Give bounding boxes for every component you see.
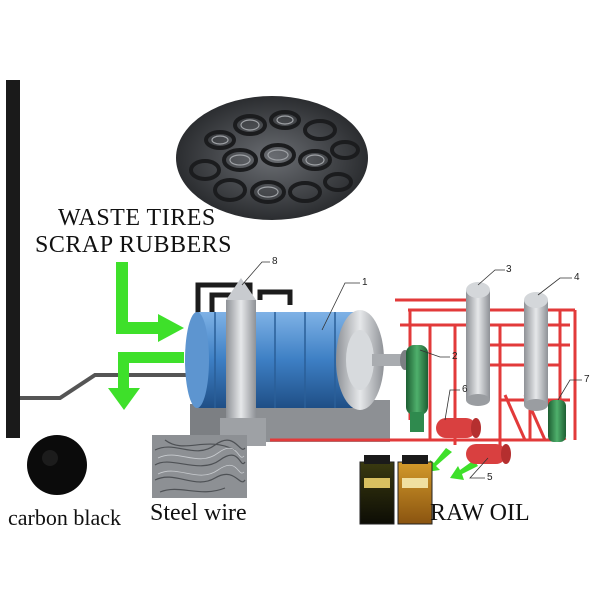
raw-oil-bottles	[359, 455, 433, 525]
part-number-3: 3	[506, 264, 512, 275]
leader-lines	[241, 261, 582, 479]
chimney-pole	[6, 80, 190, 438]
oil-gas-separator	[406, 345, 428, 432]
pyrolysis-reactor	[185, 310, 410, 442]
carbon-black-image	[27, 435, 87, 495]
part-number-8: 8	[272, 256, 278, 267]
dedusting-tower	[220, 278, 266, 446]
oil-tank-6	[436, 418, 481, 438]
raw-oil-label: RAW OIL	[430, 500, 530, 526]
part-number-1: 1	[362, 277, 368, 288]
part-number-4: 4	[574, 272, 580, 283]
part-number-7: 7	[584, 374, 590, 385]
carbon-black-label: carbon black	[8, 505, 121, 530]
part-number-2: 2	[452, 351, 458, 362]
part-number-5: 5	[487, 472, 493, 483]
condenser-tower-4	[524, 292, 548, 411]
oil-tank-5	[466, 444, 511, 464]
scrap-rubbers-label: SCRAP RUBBERS	[35, 232, 233, 258]
part-number-6: 6	[462, 384, 468, 395]
water-seal	[548, 400, 566, 442]
feed-arrow	[116, 262, 184, 342]
output-arrow	[108, 352, 184, 410]
waste-tires-label: WASTE TIRES	[58, 205, 216, 231]
waste-tires-image	[176, 96, 368, 220]
condenser-tower-3	[466, 282, 490, 406]
steel-wire-image	[152, 435, 247, 498]
steel-wire-label: Steel wire	[150, 500, 247, 526]
